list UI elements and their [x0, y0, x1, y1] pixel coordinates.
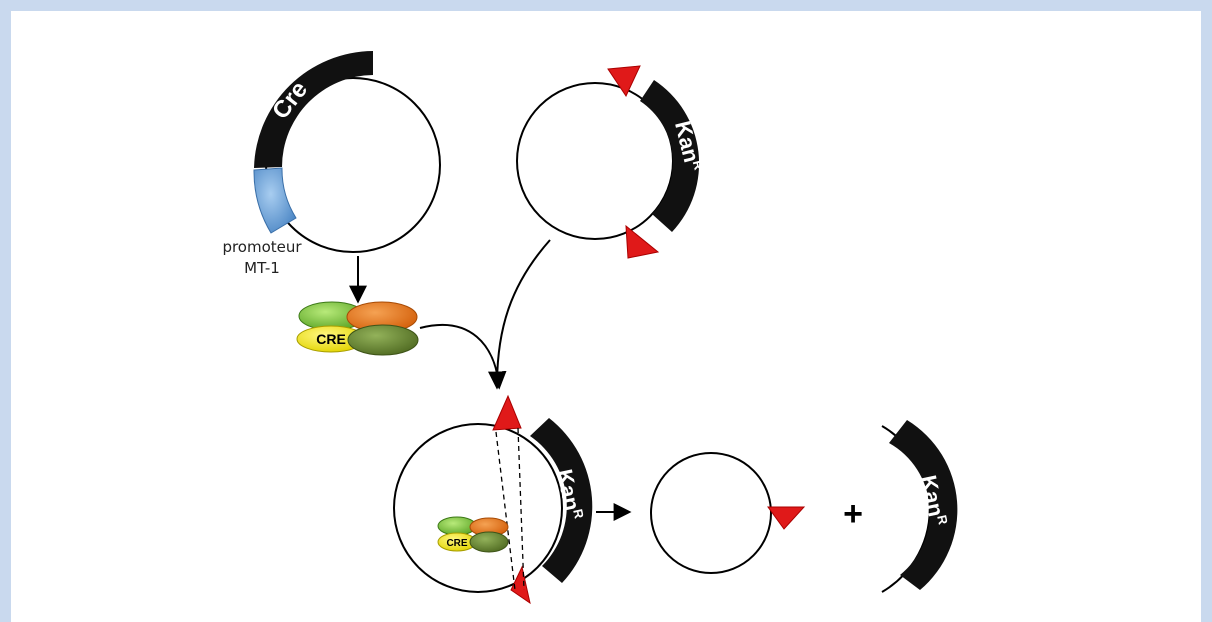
complex-plasmid-backbone [393, 423, 563, 593]
recombination-complex: KanR CRE [393, 394, 593, 605]
complex-loxp-bottom [510, 565, 531, 605]
promoter-mt1-block [253, 167, 297, 234]
complex-subunit-olive [469, 531, 509, 553]
excised-kan-fragment: KanR [881, 420, 958, 593]
loxp-site-top [607, 65, 641, 98]
kan-gene-block [640, 80, 700, 232]
promoter-label-line2: MT-1 [244, 259, 280, 277]
product-plasmid [650, 452, 806, 574]
product-loxp-site [767, 506, 806, 530]
promoter-label-line1: promoteur [222, 238, 302, 256]
cre-plasmid: Cre promoteur MT-1 [222, 51, 441, 277]
synapsis-line-1 [495, 431, 516, 591]
plus-sign: + [843, 495, 863, 533]
product-plasmid-backbone [650, 452, 772, 574]
kan-plasmid: KanR [516, 65, 707, 259]
cre-protein-label: CRE [316, 331, 346, 347]
cre-protein-complex: CRE [296, 301, 419, 356]
synapsis-line-2 [517, 427, 525, 591]
plasmid-to-complex-arrow [488, 239, 551, 390]
cre-subunit-olive [347, 324, 419, 356]
complex-protein-label: CRE [446, 538, 467, 549]
excised-kan-gene-block [889, 420, 958, 590]
complex-loxp-top [492, 394, 522, 431]
cre-gene-block [254, 51, 373, 168]
loxp-site-bottom [625, 224, 660, 259]
complex-kan-gene-block [530, 418, 593, 583]
cre-to-complex-arrow [419, 323, 507, 390]
